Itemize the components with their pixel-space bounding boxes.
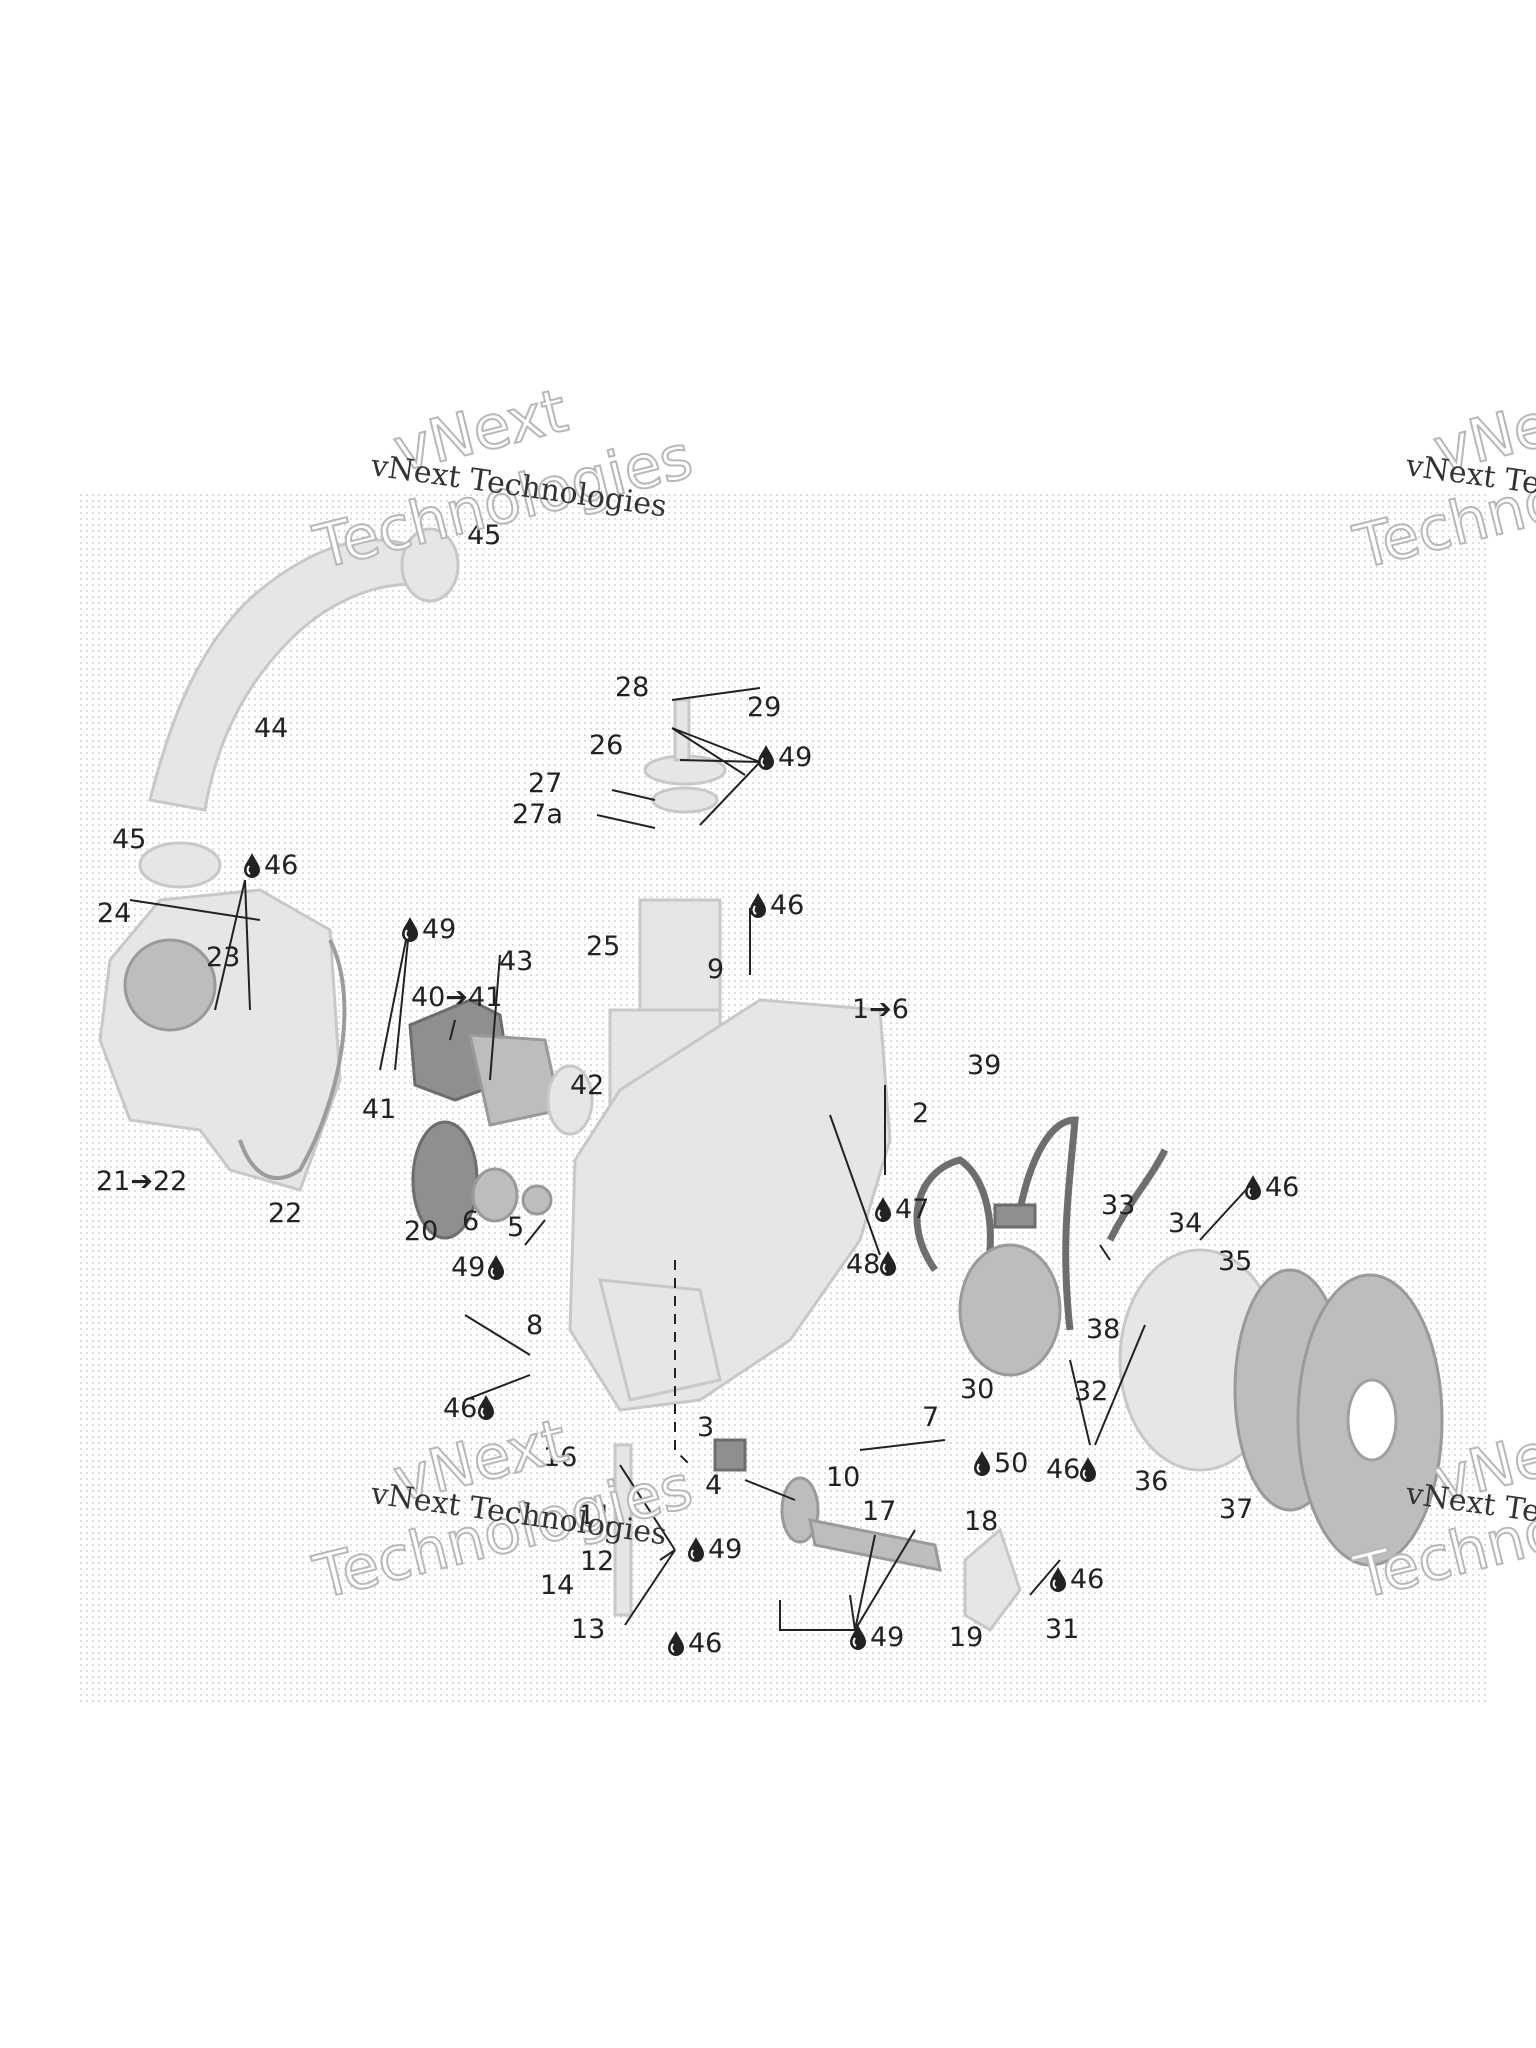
callout-3: 3 bbox=[697, 1412, 714, 1443]
callout-40-41: 40➔41 bbox=[411, 982, 502, 1013]
callout-1-6: 1➔6 bbox=[852, 994, 909, 1025]
callout-19: 31 bbox=[1045, 1614, 1079, 1645]
callout-46-flywheel: 46 bbox=[1046, 1454, 1080, 1485]
washer-5 bbox=[521, 1184, 553, 1216]
callout-13: 13 bbox=[571, 1614, 605, 1645]
callout-4: 4 bbox=[705, 1470, 722, 1501]
callout-9: 9 bbox=[707, 954, 724, 985]
callout-48: 48 bbox=[846, 1249, 880, 1280]
callout-17: 18 bbox=[964, 1506, 998, 1537]
callout-labels: 45 44 28 29 26 27 27a 49 45 46 46 25 9 1… bbox=[96, 520, 1299, 1659]
bolt-stack-part bbox=[613, 1443, 633, 1617]
flywheel-hub bbox=[1346, 1378, 1398, 1462]
callout-14: 14 bbox=[540, 1570, 574, 1601]
parts-layer bbox=[98, 527, 1444, 1632]
callout-47: 47 bbox=[895, 1194, 929, 1225]
callout-26: 26 bbox=[589, 730, 623, 761]
callout-39: 39 bbox=[967, 1050, 1001, 1081]
callout-18: 19 bbox=[949, 1622, 983, 1653]
callout-46-left: 46 bbox=[443, 1393, 477, 1424]
callout-45b: 45 bbox=[112, 824, 146, 855]
plug-4 bbox=[713, 1438, 747, 1472]
oring-42 bbox=[546, 1064, 594, 1136]
callout-16: 10 bbox=[826, 1462, 860, 1493]
callout-38: 38 bbox=[1086, 1314, 1120, 1345]
callout-10: 16 bbox=[543, 1442, 577, 1473]
wiring-harness-3 bbox=[1106, 1148, 1169, 1242]
callout-27a: 27a bbox=[512, 799, 563, 830]
callout-27: 27 bbox=[528, 768, 562, 799]
callout-46-cover: 46 bbox=[1070, 1564, 1104, 1595]
callout-5: 5 bbox=[507, 1212, 524, 1243]
callout-24: 24 bbox=[97, 898, 131, 929]
callout-49-mid: 49 bbox=[451, 1252, 485, 1283]
callout-32: 32 bbox=[1074, 1376, 1108, 1407]
connector-part bbox=[993, 1203, 1037, 1229]
callout-35: 35 bbox=[1218, 1246, 1252, 1277]
callout-25: 25 bbox=[586, 931, 620, 962]
callout-46-pump: 46 bbox=[264, 850, 298, 881]
callout-49-bolt: 49 bbox=[708, 1534, 742, 1565]
wiring-harness-2 bbox=[1016, 1116, 1079, 1331]
callout-44: 44 bbox=[254, 713, 288, 744]
stator-part bbox=[958, 1243, 1062, 1377]
callout-8: 8 bbox=[526, 1310, 543, 1341]
callout-34: 34 bbox=[1168, 1208, 1202, 1239]
leader-lines bbox=[129, 687, 1256, 1631]
callout-21-22: 21➔22 bbox=[96, 1166, 187, 1197]
callout-49-shaft: 49 bbox=[870, 1622, 904, 1653]
ring-27 bbox=[651, 786, 719, 814]
callout-33: 33 bbox=[1101, 1190, 1135, 1221]
callout-15: 17 bbox=[862, 1496, 896, 1527]
hose-clamp-upper bbox=[400, 527, 460, 603]
callout-7: 7 bbox=[922, 1402, 939, 1433]
hose-clamp-lower bbox=[138, 841, 222, 889]
callout-49-left: 49 bbox=[422, 914, 456, 945]
callout-6: 6 bbox=[462, 1206, 479, 1237]
callout-28: 28 bbox=[615, 672, 649, 703]
callout-42: 42 bbox=[570, 1070, 604, 1101]
callout-36: 37 bbox=[1219, 1494, 1253, 1525]
callout-45: 45 bbox=[467, 520, 501, 551]
callout-11: 11 bbox=[578, 1500, 612, 1531]
callout-2: 2 bbox=[912, 1098, 929, 1129]
callout-50: 50 bbox=[994, 1448, 1028, 1479]
callout-12: 12 bbox=[580, 1546, 614, 1577]
callout-46-top: 46 bbox=[770, 890, 804, 921]
callout-22: 22 bbox=[268, 1198, 302, 1229]
callout-31: 36 bbox=[1134, 1466, 1168, 1497]
callout-46-bottom: 46 bbox=[688, 1628, 722, 1659]
callout-30: 30 bbox=[960, 1374, 994, 1405]
filter-cap-part bbox=[638, 898, 722, 1012]
callout-41: 41 bbox=[362, 1094, 396, 1125]
pump-gasket bbox=[238, 939, 347, 1181]
shaft-15 bbox=[808, 1518, 942, 1572]
cover-18 bbox=[963, 1527, 1022, 1632]
bearing-6 bbox=[471, 1167, 519, 1223]
crankcase-lower bbox=[598, 1278, 722, 1402]
callout-23: 23 bbox=[206, 942, 240, 973]
callout-29: 29 bbox=[747, 692, 781, 723]
pump-inlet bbox=[123, 938, 217, 1032]
callout-43: 43 bbox=[499, 946, 533, 977]
callout-20: 20 bbox=[404, 1216, 438, 1247]
callout-46-right: 46 bbox=[1265, 1172, 1299, 1203]
gear-16 bbox=[780, 1476, 820, 1544]
callout-49-top: 49 bbox=[778, 742, 812, 773]
